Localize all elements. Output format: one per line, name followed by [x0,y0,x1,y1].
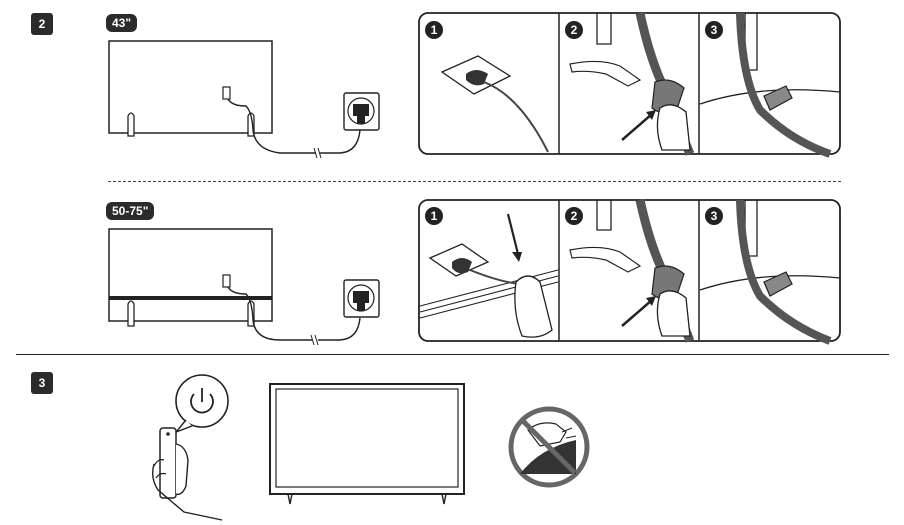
panel-1-number-row2: 1 [431,209,438,223]
panel-2-number-row2: 2 [571,209,578,223]
step-3-badge: 3 [31,372,53,394]
panel-2-number: 2 [571,23,578,37]
section-divider [16,354,889,355]
dashed-divider [108,181,841,182]
panel-3-number: 3 [711,23,718,37]
panel-3-number-row2: 3 [711,209,718,223]
panel-1-number: 1 [431,23,438,37]
size-43-badge: 43" [106,14,138,32]
size-50-75-badge: 50-75" [106,202,155,220]
step-2-badge: 2 [31,13,53,35]
